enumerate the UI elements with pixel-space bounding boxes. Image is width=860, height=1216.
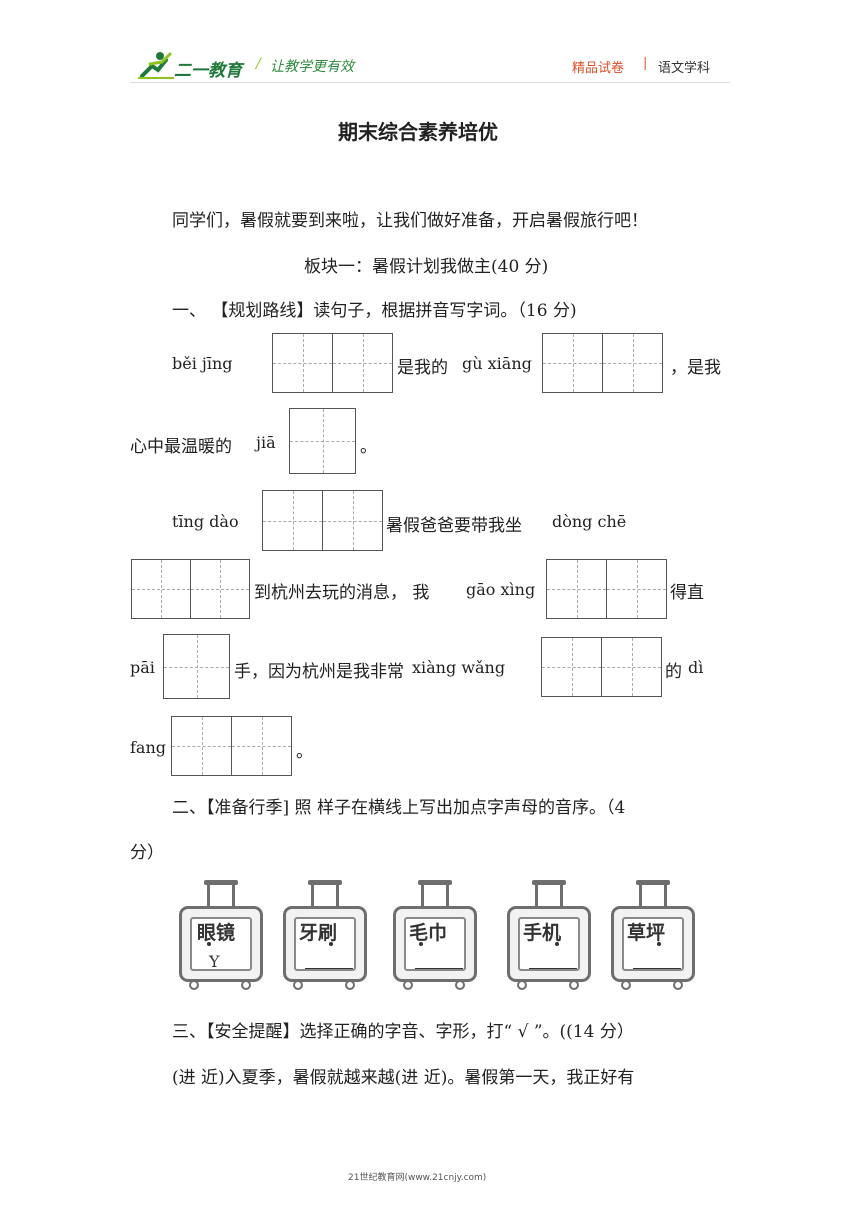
page-title: 期末综合素养培优 <box>338 120 498 144</box>
answer-grid-jia[interactable] <box>289 408 356 474</box>
text-xinzhong: 心中最温暖的 <box>130 437 232 457</box>
logo: 二一教育 <box>136 50 246 81</box>
pinyin-pai: pāi <box>130 658 155 677</box>
wheel-icon <box>455 980 465 990</box>
runner-logo-icon <box>138 52 174 79</box>
question-3-text: (进 近)入夏季，暑假就越来越(进 近)。暑假第一天，我正好有 <box>172 1068 635 1088</box>
header-category: 精品试卷 <box>572 61 625 76</box>
answer-grid-guxiang[interactable] <box>542 333 663 393</box>
pinyin-di: dì <box>688 658 704 677</box>
suitcase-word: 眼镜 <box>197 922 236 944</box>
emphasis-dot <box>207 942 211 946</box>
suitcase-card: 草坪 <box>609 876 701 996</box>
suitcase-word: 牙刷 <box>299 922 338 944</box>
answer-grid-gaoxing[interactable] <box>546 559 667 619</box>
answer-grid-xiangwang[interactable] <box>541 637 662 697</box>
pinyin-dongche: dòng chē <box>552 512 627 531</box>
suitcase-card: 毛巾 <box>391 876 483 996</box>
pinyin-tingdao: tīng dào <box>172 512 239 531</box>
answer-grid-beijing[interactable] <box>272 333 393 393</box>
text-shiwo: ，是我 <box>670 358 721 378</box>
handle-icon <box>204 880 238 908</box>
brand-name: 二一教育 <box>174 61 242 81</box>
slogan: 让教学更有效 <box>270 59 354 75</box>
text-period-2: 。 <box>296 742 313 762</box>
handle-icon <box>636 880 670 908</box>
answer-grid-tingdao[interactable] <box>262 490 383 551</box>
text-shujia: 暑假爸爸要带我坐 <box>386 516 522 536</box>
suitcase-card: 眼镜 Y <box>177 876 269 996</box>
suitcase-word: 手机 <box>523 922 562 944</box>
text-period-1: 。 <box>360 437 377 457</box>
text-de: 的 <box>665 662 682 682</box>
answer-line[interactable] <box>305 968 353 969</box>
answer-grid-dongche[interactable] <box>131 559 250 619</box>
answer-line[interactable] <box>529 968 577 969</box>
wheel-icon <box>673 980 683 990</box>
intro-text: 同学们，暑假就要到来啦，让我们做好准备，开启暑假旅行吧！ <box>172 211 648 231</box>
text-daohangzhou: 到杭州去玩的消息， 我 <box>254 583 430 603</box>
answer-line[interactable] <box>633 968 681 969</box>
text-shiwode: 是我的 <box>397 358 448 378</box>
suitcase-word: 毛巾 <box>409 922 448 944</box>
handle-icon <box>532 880 566 908</box>
emphasis-dot <box>329 942 333 946</box>
wheel-icon <box>403 980 413 990</box>
text-shou: 手，因为杭州是我非常 <box>234 662 404 682</box>
header-rule <box>130 82 730 83</box>
wheel-icon <box>345 980 355 990</box>
answer-line[interactable] <box>415 968 463 969</box>
emphasis-dot <box>555 942 559 946</box>
suitcase-card: 手机 <box>505 876 597 996</box>
pinyin-jia: jiā <box>256 433 276 452</box>
handle-icon <box>308 880 342 908</box>
wheel-icon <box>241 980 251 990</box>
question-2-heading: 二、【准备行季] 照 样子在横线上写出加点字声母的音序。（4 <box>172 798 626 818</box>
pinyin-fang: fang <box>130 738 167 757</box>
answer-grid-pai[interactable] <box>163 634 230 699</box>
emphasis-dot <box>657 942 661 946</box>
suitcase-word: 草坪 <box>627 922 666 944</box>
pinyin-gaoxing: gāo xìng <box>466 580 536 599</box>
answer-grid-fang[interactable] <box>171 716 292 776</box>
emphasis-dot <box>419 942 423 946</box>
wheel-icon <box>621 980 631 990</box>
page-footer: 21世纪教育网(www.21cnjy.com) <box>348 1173 487 1183</box>
question-3-heading: 三、【安全提醒】选择正确的字音、字形，打“ √ ”。((14 分） <box>172 1022 634 1042</box>
wheel-icon <box>293 980 303 990</box>
question-2-heading-cont: 分） <box>130 843 164 863</box>
wheel-icon <box>517 980 527 990</box>
section-heading: 板块一：暑假计划我做主(40 分) <box>304 257 549 277</box>
header-subject: 语文学科 <box>658 61 711 76</box>
suitcase-answer: Y <box>209 952 220 971</box>
suitcase-card: 牙刷 <box>281 876 373 996</box>
wheel-icon <box>569 980 579 990</box>
text-dezhi: 得直 <box>670 583 704 603</box>
pinyin-guxiang: gù xiāng <box>462 354 532 373</box>
pinyin-beijing: běi jīng <box>172 354 233 373</box>
header-separator: / <box>256 56 261 72</box>
handle-icon <box>418 880 452 908</box>
question-1-heading: 一、 【规划路线】读句子，根据拼音写字词。（16 分) <box>172 301 577 321</box>
wheel-icon <box>189 980 199 990</box>
pinyin-xiangwang: xiàng wǎng <box>412 658 506 677</box>
header-divider: | <box>643 56 648 71</box>
